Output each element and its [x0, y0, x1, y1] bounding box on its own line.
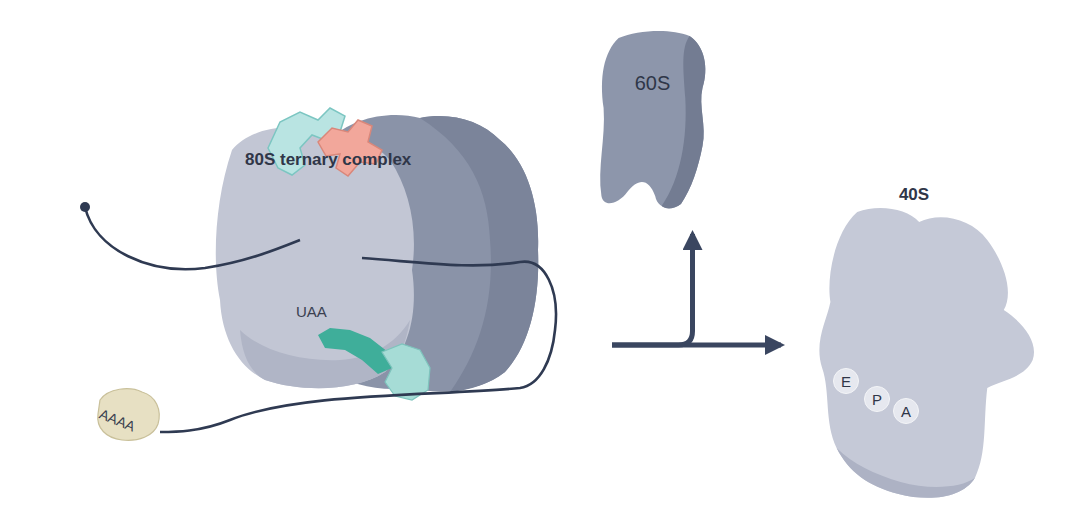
stop-codon: UAA — [296, 303, 327, 320]
subunit-40s-outline — [785, 182, 1043, 502]
subunit-label: 40S — [785, 185, 1043, 205]
subunit-label: 80S ternary complex — [245, 150, 411, 170]
small-subunit — [216, 127, 414, 388]
pabp — [98, 389, 159, 441]
split-arrow — [612, 343, 781, 348]
mrna-cap — [80, 202, 90, 212]
subunit-40s: 40S E P A — [785, 182, 1043, 502]
site-label: E — [841, 374, 851, 389]
subunit-label: 60S — [595, 72, 710, 95]
site-label: P — [872, 392, 882, 407]
site-label: A — [901, 404, 911, 419]
subunit-60s-outline — [595, 28, 710, 212]
mrna — [85, 207, 300, 269]
release-factor — [318, 328, 392, 374]
large-subunit-shade — [420, 116, 538, 392]
subunit-60s: 60S — [595, 28, 710, 212]
site-circle: E — [833, 368, 859, 394]
site-circle: P — [864, 386, 890, 412]
mrna — [160, 258, 556, 432]
site-circle: A — [893, 398, 919, 424]
ribosome-80s: 80S ternary complex — [200, 150, 608, 390]
release-factor-domain — [382, 344, 430, 400]
split-arrow — [612, 234, 693, 345]
